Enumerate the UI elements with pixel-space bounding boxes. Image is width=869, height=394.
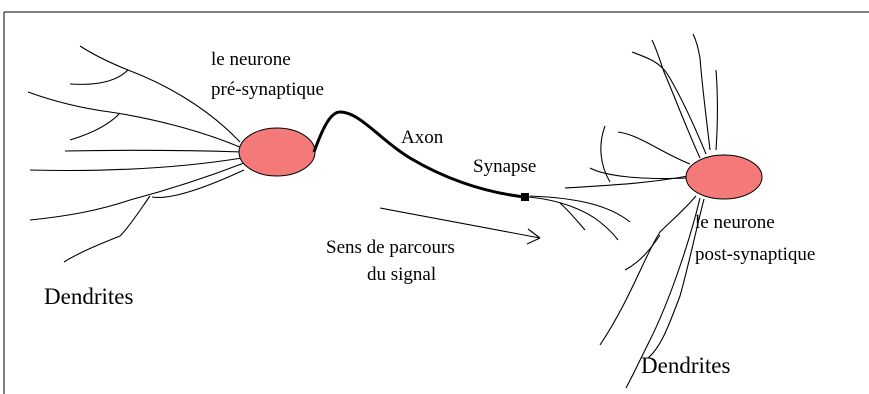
- axon-terminal-branches: [528, 195, 631, 241]
- synapse-label: Synapse: [473, 156, 537, 177]
- dendrites-left-label: Dendrites: [44, 284, 134, 309]
- axon-label: Axon: [401, 127, 444, 148]
- dendrites-right-label: Dendrites: [641, 353, 731, 378]
- pre-synaptic-label-line2: pré-synaptique: [211, 79, 324, 100]
- dendrites-left-branches: [27, 45, 245, 263]
- dendrites-right-branches: [564, 33, 719, 389]
- signal-direction-arrow: [379, 207, 541, 245]
- frame: [3, 11, 869, 394]
- post-synaptic-neuron: [685, 154, 763, 200]
- direction-label-line1: Sens de parcours: [326, 237, 455, 258]
- synapse-terminal: [521, 193, 529, 201]
- pre-synaptic-neuron: [238, 127, 316, 177]
- pre-synaptic-label-line1: le neurone: [211, 49, 291, 70]
- direction-label-line2: du signal: [367, 264, 437, 285]
- axon: [312, 110, 526, 199]
- post-synaptic-label-line1: le neurone: [695, 212, 775, 233]
- post-synaptic-label-line2: post-synaptique: [695, 244, 816, 265]
